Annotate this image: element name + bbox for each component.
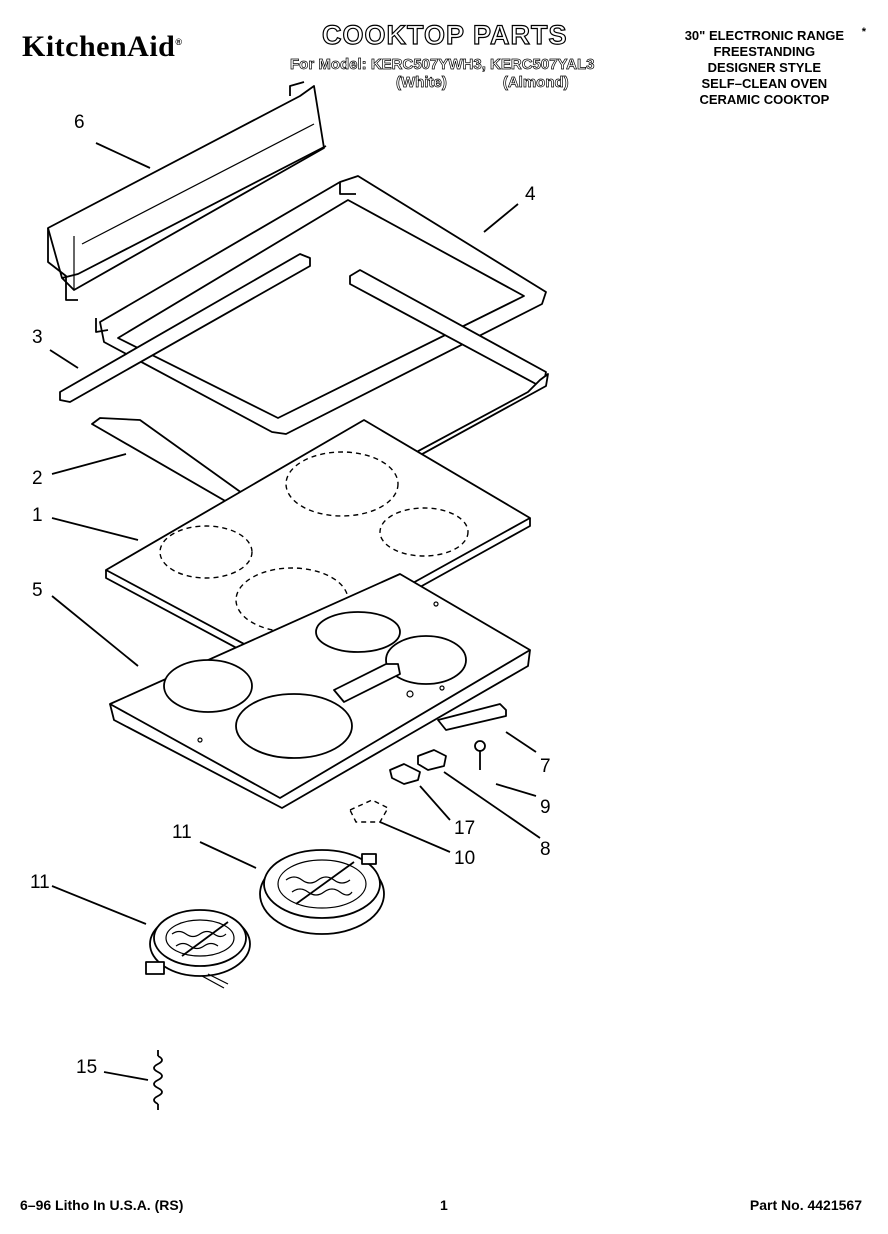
brand-logo: KitchenAid®: [22, 30, 183, 64]
callout-6: 6: [74, 112, 85, 133]
leader-4: [483, 203, 519, 233]
callout-3: 3: [32, 327, 43, 348]
model-info: For Model: KERC507YWH3, KERC507YAL3 (Whi…: [290, 56, 595, 92]
callout-8: 8: [540, 839, 551, 860]
leader-17: [419, 785, 451, 821]
registered-mark: ®: [175, 37, 183, 47]
callout-10: 10: [454, 848, 476, 869]
part-17-clip: [389, 763, 421, 785]
leader-8: [443, 771, 541, 839]
callout-17: 17: [454, 818, 476, 839]
leader-15: [103, 1071, 149, 1081]
model-line: For Model: KERC507YWH3, KERC507YAL3: [290, 56, 595, 74]
part-9-screw: [474, 740, 486, 770]
part-4-trim-frame: [95, 175, 547, 435]
part-11-small-element: [145, 909, 251, 989]
desc-line-1: 30" ELECTRONIC RANGE: [684, 28, 844, 43]
part-5-support-tray: [109, 573, 531, 809]
leader-7: [505, 731, 537, 753]
footer-litho: 6–96 Litho In U.S.A. (RS): [20, 1197, 184, 1213]
asterisk-mark: *: [861, 26, 866, 38]
part-11-large-element: [259, 849, 385, 935]
callout-15: 15: [76, 1057, 98, 1078]
part-8-bracket: [417, 749, 447, 771]
callout-1: 1: [32, 505, 43, 526]
callout-11-small: 11: [30, 872, 50, 893]
color-white: (White): [396, 74, 448, 92]
model-colors: (White) (Almond): [290, 74, 595, 92]
leader-1: [51, 517, 139, 541]
leader-3: [49, 349, 79, 369]
leader-10: [379, 821, 451, 853]
leader-2: [51, 453, 127, 475]
part-3-strip-left: [59, 253, 311, 403]
footer-page-number: 1: [440, 1197, 448, 1213]
part-7-rail: [437, 703, 507, 731]
callout-11-large: 11: [172, 822, 192, 843]
page-title: COOKTOP PARTS: [321, 19, 568, 50]
desc-line-2: FREESTANDING: [713, 44, 816, 59]
leader-11b: [51, 885, 147, 925]
footer-part-number: Part No. 4421567: [749, 1197, 862, 1213]
product-description: 30" ELECTRONIC RANGE FREESTANDING DESIGN…: [685, 28, 844, 108]
leader-5: [51, 595, 139, 667]
callout-9: 9: [540, 797, 551, 818]
callout-2: 2: [32, 468, 43, 489]
part-15-spring: [153, 1050, 163, 1110]
callout-5: 5: [32, 580, 43, 601]
color-almond: (Almond): [502, 74, 569, 92]
callout-4: 4: [525, 184, 536, 205]
desc-line-5: CERAMIC COOKTOP: [699, 92, 830, 107]
leader-9: [495, 783, 537, 797]
leader-6: [95, 142, 151, 169]
part-10-clip: [349, 799, 389, 823]
leader-11a: [199, 841, 257, 869]
desc-line-4: SELF–CLEAN OVEN: [701, 76, 828, 91]
part-6-rear-trim: [47, 81, 327, 301]
desc-line-3: DESIGNER STYLE: [707, 60, 822, 75]
callout-7: 7: [540, 756, 551, 777]
brand-name: KitchenAid: [22, 30, 176, 63]
